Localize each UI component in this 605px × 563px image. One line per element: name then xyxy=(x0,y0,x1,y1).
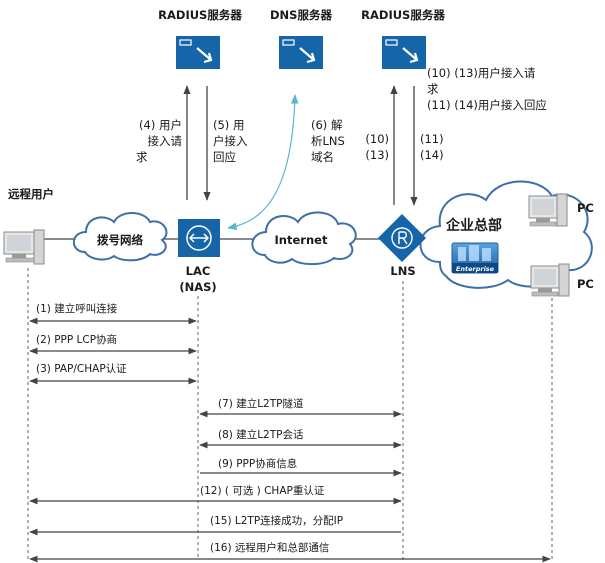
step11-label: (11) xyxy=(420,132,444,146)
step-8: (8) 建立L2TP会话 xyxy=(199,428,402,449)
step-16: (16) 远程用户和总部通信 xyxy=(29,541,551,563)
step4-line-1: (4) 用户 xyxy=(139,118,182,132)
pc-bottom-label: PC xyxy=(577,277,594,291)
step6-line-2: 析LNS xyxy=(311,134,345,148)
step5-line-2: 户接入 xyxy=(213,134,248,148)
step-3-label: (3) PAP/CHAP认证 xyxy=(36,362,127,375)
lns-router-icon xyxy=(377,213,427,263)
step-1: (1) 建立呼叫连接 xyxy=(29,302,197,325)
step-7: (7) 建立L2TP隧道 xyxy=(199,397,402,418)
hq-pc-top-icon xyxy=(528,193,568,227)
step-2-label: (2) PPP LCP协商 xyxy=(36,333,117,346)
step-2: (2) PPP LCP协商 xyxy=(29,333,197,355)
step11-14-label: (11) (14) xyxy=(420,132,444,162)
internet-cloud: Internet xyxy=(251,211,357,266)
lac-router-icon xyxy=(178,219,220,257)
dialup-network-cloud: 拨号网络 xyxy=(72,212,168,262)
step-15-label: (15) L2TP连接成功，分配IP xyxy=(210,514,343,527)
radius-request-note-line-2: 求 xyxy=(427,82,439,96)
dns-resolve-arrow xyxy=(227,94,299,231)
hq-pc-bottom-icon xyxy=(530,263,570,297)
step-9-label: (9) PPP协商信息 xyxy=(218,457,297,470)
step-15: (15) L2TP连接成功，分配IP xyxy=(29,514,401,536)
step6-line-3: 域名 xyxy=(311,150,334,164)
step13-label: (13) xyxy=(365,148,389,162)
step-12: (12) ( 可选 ) CHAP重认证 xyxy=(29,484,402,505)
radius-server-right-title: RADIUS服务器 xyxy=(361,8,445,22)
step4-line-3: 求 xyxy=(136,150,148,164)
step-3: (3) PAP/CHAP认证 xyxy=(29,362,197,385)
step-9: (9) PPP协商信息 xyxy=(200,457,402,477)
enterprise-label: Enterprise xyxy=(456,265,495,273)
right-radius-notes: (10) (13)用户接入请 求 (11) (14)用户接入回应 xyxy=(427,66,547,112)
step-1-label: (1) 建立呼叫连接 xyxy=(36,302,118,315)
nas-label: (NAS) xyxy=(179,280,216,294)
step5-label: (5) 用 户接入 回应 xyxy=(213,118,248,164)
step6-line-1: (6) 解 xyxy=(311,118,343,132)
step4-label: (4) 用户 接入请 求 xyxy=(136,118,182,164)
step4-line-2: 接入请 xyxy=(148,134,183,148)
step-8-label: (8) 建立L2TP会话 xyxy=(218,428,304,441)
step14-label: (14) xyxy=(420,148,444,162)
radius-server-left-icon xyxy=(176,36,220,69)
radius-server-left-title: RADIUS服务器 xyxy=(158,8,242,22)
pc-top-label: PC xyxy=(577,201,594,215)
step-7-label: (7) 建立L2TP隧道 xyxy=(218,397,304,410)
radius-response-note: (11) (14)用户接入回应 xyxy=(427,98,547,112)
step-12-label: (12) ( 可选 ) CHAP重认证 xyxy=(200,484,325,497)
internet-label: Internet xyxy=(275,233,328,247)
dialup-network-label: 拨号网络 xyxy=(97,233,143,247)
step5-line-1: (5) 用 xyxy=(213,118,244,132)
dns-server-title: DNS服务器 xyxy=(270,8,332,22)
step5-line-3: 回应 xyxy=(213,150,236,164)
lac-label: LAC xyxy=(186,264,211,278)
step6-label: (6) 解 析LNS 域名 xyxy=(311,118,345,164)
hq-label: 企业总部 xyxy=(445,217,502,234)
step10-label: (10) xyxy=(365,132,389,146)
remote-user-label: 远程用户 xyxy=(8,187,54,201)
radius-server-right-icon xyxy=(382,36,426,69)
enterprise-building-icon: Enterprise xyxy=(451,242,499,274)
radius-request-note-line-1: (10) (13)用户接入请 xyxy=(427,66,536,80)
step10-13-label: (10) (13) xyxy=(365,132,389,162)
remote-user-pc-icon xyxy=(3,229,45,265)
step-16-label: (16) 远程用户和总部通信 xyxy=(210,541,329,554)
lns-label: LNS xyxy=(390,264,415,278)
dns-server-icon xyxy=(279,36,323,69)
